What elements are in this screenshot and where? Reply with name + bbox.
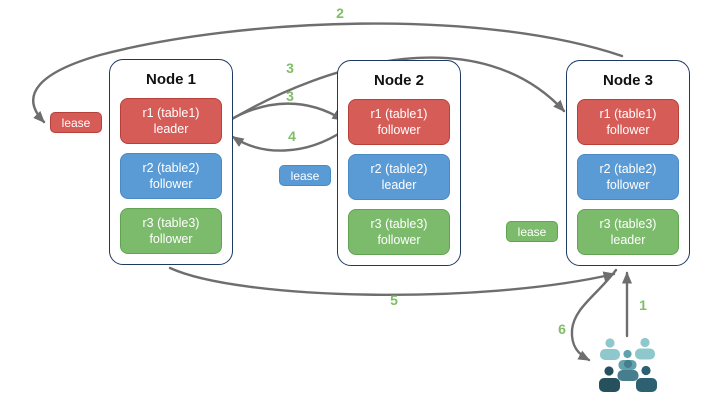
step-label-6: 6 <box>558 321 566 337</box>
step-label-2: 2 <box>336 5 344 21</box>
node-1-title: Node 1 <box>145 71 196 88</box>
node-2-replica-r2: r2 (table2) leader <box>348 154 450 200</box>
replica-role: follower <box>149 177 193 191</box>
replica-role: follower <box>606 123 650 137</box>
step-label-5: 5 <box>390 292 398 308</box>
node-2-replica-r3: r3 (table3) follower <box>348 209 450 255</box>
node-3-replica-r1: r1 (table1) follower <box>577 99 679 145</box>
clients-users-icon <box>599 337 657 392</box>
node-1-replica-r3: r3 (table3) follower <box>120 208 222 254</box>
node-2-title: Node 2 <box>373 72 424 89</box>
replica-role: follower <box>377 123 421 137</box>
replica-name: r3 (table3) <box>370 217 428 231</box>
lease-badge-table1: lease <box>50 112 102 133</box>
node-2: Node 2 r1 (table1) follower r2 (table2) … <box>337 60 461 266</box>
replica-role: follower <box>606 178 650 192</box>
replica-role: follower <box>149 232 193 246</box>
replica-name: r2 (table2) <box>142 161 200 175</box>
node-3-title: Node 3 <box>602 72 653 89</box>
replica-name: r3 (table3) <box>142 216 200 230</box>
replica-role: leader <box>381 178 417 192</box>
node-1-replica-r2: r2 (table2) follower <box>120 153 222 199</box>
replica-role: leader <box>610 233 646 247</box>
step-label-3a: 3 <box>286 60 294 76</box>
replica-role: leader <box>153 122 189 136</box>
node-1: Node 1 r1 (table1) leader r2 (table2) fo… <box>109 59 233 265</box>
node-3-replica-r3: r3 (table3) leader <box>577 209 679 255</box>
node-1-replica-r1: r1 (table1) leader <box>120 98 222 144</box>
replica-name: r3 (table3) <box>599 217 657 231</box>
arrow-step-3-node1-to-node2 <box>226 102 345 123</box>
replica-name: r1 (table1) <box>370 107 428 121</box>
lease-badge-table3: lease <box>506 221 558 242</box>
step-label-4: 4 <box>288 128 296 144</box>
node-2-replica-r1: r1 (table1) follower <box>348 99 450 145</box>
arrow-step-5-node1-to-node3 <box>168 266 616 297</box>
replica-name: r2 (table2) <box>370 162 428 176</box>
step-label-1: 1 <box>639 297 647 313</box>
replica-role: follower <box>377 233 421 247</box>
replica-name: r1 (table1) <box>599 107 657 121</box>
node-3-replica-r2: r2 (table2) follower <box>577 154 679 200</box>
replica-name: r2 (table2) <box>599 162 657 176</box>
step-label-3b: 3 <box>286 88 294 104</box>
node-3: Node 3 r1 (table1) follower r2 (table2) … <box>566 60 690 266</box>
replica-name: r1 (table1) <box>142 106 200 120</box>
lease-badge-table2: lease <box>279 165 331 186</box>
